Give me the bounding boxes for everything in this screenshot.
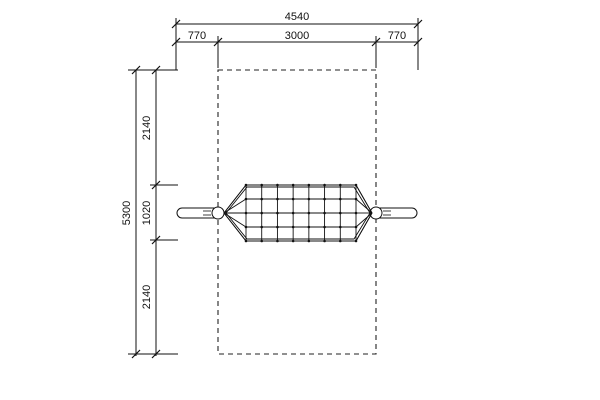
left-dimension-chain: 5300 2140 1020 2140	[121, 65, 178, 359]
net-knot	[291, 197, 295, 201]
net-fan-rope	[223, 198, 247, 214]
tick-mark	[371, 37, 381, 47]
net-knot	[307, 239, 311, 243]
net-knot	[291, 225, 295, 229]
net-knot	[276, 225, 279, 229]
net-knot	[260, 239, 264, 243]
net-knot	[323, 239, 326, 243]
net-knot	[323, 183, 326, 187]
net-knot	[307, 183, 311, 187]
net-knot	[338, 211, 342, 215]
net-knot	[307, 197, 311, 201]
safety-zone-outline	[217, 69, 377, 355]
net-knot	[323, 197, 326, 201]
tick-mark	[151, 65, 161, 75]
net-knot	[276, 183, 279, 187]
net-fan-rope	[355, 212, 373, 242]
net-knot	[260, 225, 264, 229]
net-knot	[323, 211, 326, 215]
tick-mark	[151, 235, 161, 245]
overall-width-label: 4540	[285, 11, 309, 23]
net-knot	[338, 239, 342, 243]
overall-height-label: 5300	[121, 201, 133, 225]
net-knot	[260, 183, 264, 187]
net-knot	[276, 211, 279, 215]
left-segment-label: 770	[188, 30, 206, 42]
tick-mark	[171, 37, 181, 47]
left-post-end	[211, 206, 225, 220]
net-knot	[307, 225, 311, 229]
middle-segment-label: 1020	[141, 201, 153, 225]
tick-mark	[171, 19, 181, 29]
top-dimension-chain: 4540 770 3000 770	[171, 11, 423, 70]
left-post	[176, 206, 225, 220]
tick-mark	[151, 180, 161, 190]
net-knot	[260, 211, 264, 215]
net-knot	[276, 197, 279, 201]
tick-mark	[131, 65, 141, 75]
tick-mark	[413, 37, 423, 47]
net-fan-rope	[223, 184, 247, 214]
net-knot	[338, 197, 342, 201]
net-knot	[291, 183, 295, 187]
top-segment-label: 2140	[141, 116, 153, 140]
net-fan-rope	[355, 198, 373, 214]
net-knot	[338, 183, 342, 187]
tick-mark	[213, 37, 223, 47]
bottom-segment-label: 2140	[141, 285, 153, 309]
net-fan-rope	[355, 212, 373, 228]
right-segment-label: 770	[388, 30, 406, 42]
net-knot	[260, 197, 264, 201]
tick-mark	[413, 19, 423, 29]
net-knot	[307, 211, 311, 215]
tick-mark	[131, 349, 141, 359]
center-segment-label: 3000	[285, 30, 309, 42]
rope-net	[223, 183, 373, 243]
net-fan-rope	[223, 212, 247, 242]
net-knot	[291, 239, 295, 243]
net-fan-rope	[223, 212, 247, 228]
net-fan-rope	[355, 184, 373, 214]
net-knot	[338, 225, 342, 229]
right-post	[369, 206, 418, 220]
tick-mark	[151, 349, 161, 359]
net-knot	[291, 211, 295, 215]
net-knot	[276, 239, 279, 243]
net-knot	[323, 225, 326, 229]
